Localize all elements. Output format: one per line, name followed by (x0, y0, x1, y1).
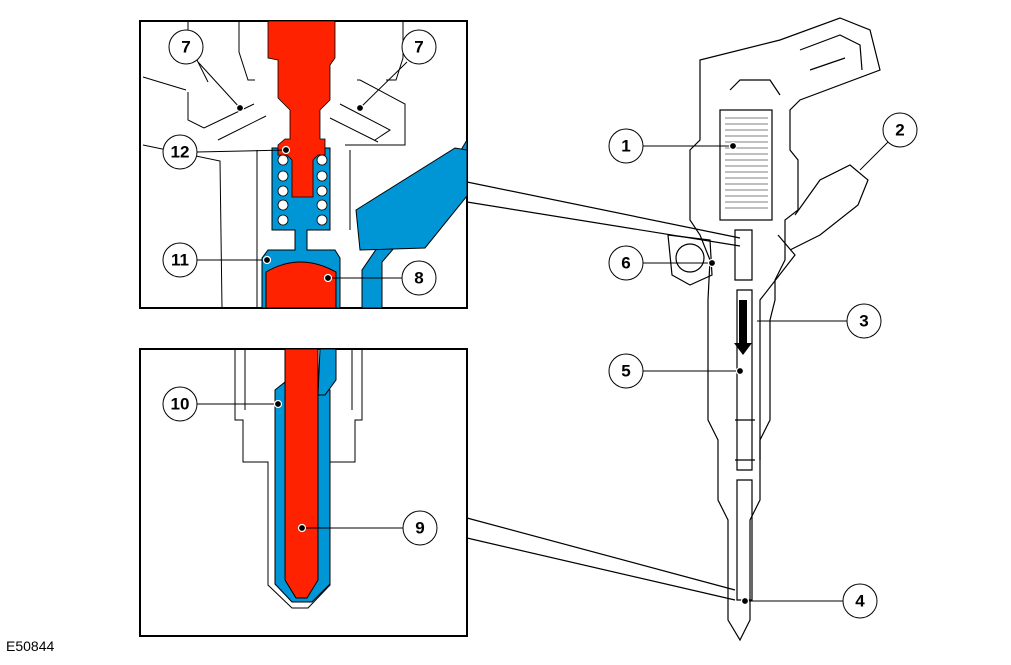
callout-label: 2 (895, 121, 904, 140)
leader-lines (196, 61, 889, 602)
callout-label: 11 (171, 251, 189, 270)
callout-6: 6 (608, 245, 644, 281)
flow-arrow-icon (739, 300, 747, 345)
leader-dots (235, 103, 750, 606)
callout-1: 1 (608, 128, 644, 164)
figure-id: E50844 (6, 638, 55, 654)
callout-2: 2 (882, 112, 918, 148)
callout-label: 10 (171, 395, 190, 414)
callout-4: 4 (842, 583, 878, 619)
flow-arrow-icon (734, 343, 752, 355)
callout-label: 9 (415, 519, 424, 538)
callout-label: 5 (621, 362, 630, 381)
callout-7-left: 7 (168, 29, 204, 65)
callout-label: 3 (859, 312, 868, 331)
callout-label: 1 (621, 137, 630, 156)
callout-label: 4 (855, 592, 865, 611)
callout-label: 6 (621, 254, 630, 273)
callout-label: 8 (414, 269, 423, 288)
injector-body (667, 17, 881, 642)
callout-label: 7 (414, 38, 423, 57)
callout-8: 8 (401, 260, 437, 296)
inset-connector-lines (466, 181, 741, 601)
callout-9: 9 (402, 510, 438, 546)
callout-label: 7 (181, 38, 190, 57)
callout-11: 11 (162, 242, 198, 278)
callout-label: 12 (171, 143, 190, 162)
callout-7-right: 7 (401, 29, 437, 65)
callout-10: 10 (162, 386, 198, 422)
callout-12: 12 (162, 134, 198, 170)
callout-3: 3 (846, 303, 882, 339)
callout-5: 5 (608, 353, 644, 389)
